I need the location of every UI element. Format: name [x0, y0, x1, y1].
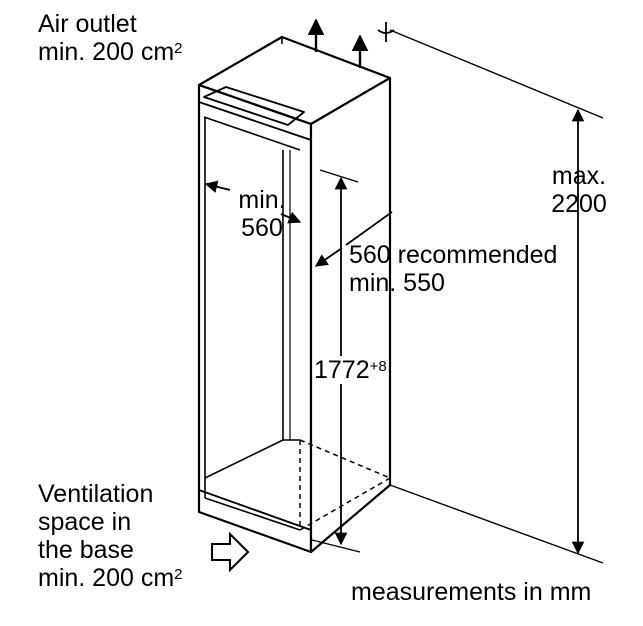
hollow-arrow-icon: [211, 531, 250, 573]
niche-height-value: 1772: [314, 356, 370, 384]
depth-label: 560 recommended min. 550: [349, 241, 557, 297]
depth-line2: min. 550: [349, 269, 445, 297]
air-outlet-label: Air outlet min. 200 cm2: [38, 10, 183, 66]
niche-top-opening: [203, 86, 305, 126]
air-outlet-line1: Air outlet: [38, 10, 137, 38]
ventilation-line2: space in: [38, 508, 132, 536]
ventilation-line1: Ventilation: [38, 480, 154, 508]
ventilation-label: Ventilation space in the base min. 200 c…: [38, 480, 183, 592]
height-max-label: max. 2200: [540, 162, 618, 218]
width-min-label: min. 560: [232, 186, 292, 242]
units-note: measurements in mm: [351, 578, 592, 606]
max-height-dimension: [389, 29, 604, 564]
width-min-line2: 560: [241, 214, 283, 242]
niche-base-rail: [198, 489, 312, 531]
ventilation-line3: the base: [38, 536, 134, 564]
ventilation-sup: 2: [174, 566, 183, 583]
width-dimension: [204, 180, 302, 224]
height-max-line2: 2200: [551, 190, 607, 218]
niche-side-face: [309, 76, 392, 554]
width-min-line1: min.: [238, 186, 286, 214]
max-height-symbol: [377, 22, 395, 42]
niche-top-rail: [198, 101, 312, 141]
air-outlet-sup: 2: [174, 40, 183, 57]
niche-front-face: [197, 83, 313, 554]
niche-height-sup: +8: [369, 358, 387, 375]
depth-dimension: [314, 211, 393, 267]
niche-height-label: 1772+8: [314, 356, 387, 384]
depth-line1: 560 recommended: [349, 241, 558, 269]
height-max-line1: max.: [551, 162, 607, 190]
air-outlet-line2: min. 200 cm: [38, 38, 175, 66]
ventilation-line4: min. 200 cm: [38, 564, 175, 592]
